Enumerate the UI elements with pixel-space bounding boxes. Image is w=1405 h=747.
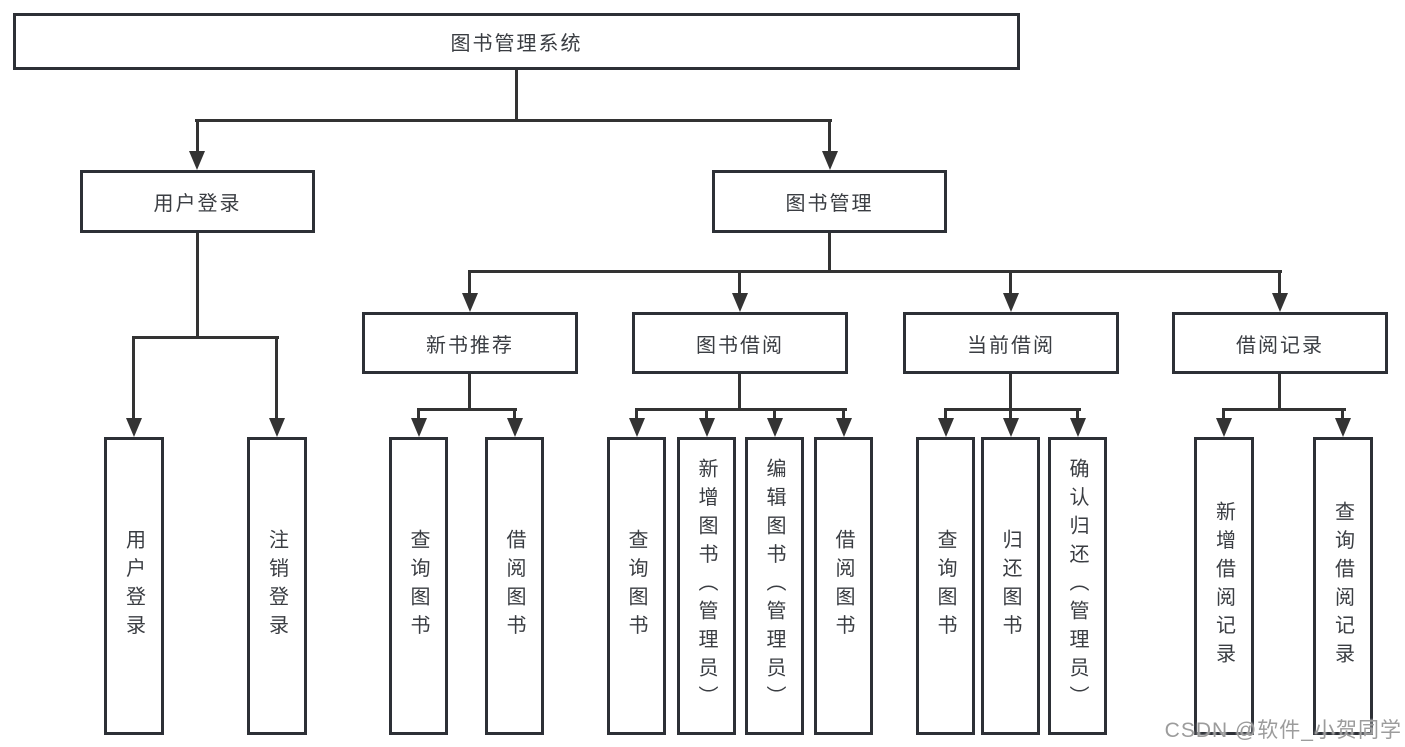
connector-arrowhead [462,293,478,312]
node-label: 用户登录 [153,193,242,215]
connector-arrowhead [269,418,285,437]
connector-line [828,119,831,155]
node-current-confirm-return-admin: 确认归还（管理员） [1048,437,1107,735]
connector-line [842,408,845,422]
connector-arrowhead [1003,293,1019,312]
node-borrow-records: 借阅记录 [1172,312,1388,374]
node-label: 编辑图书（管理员） [763,458,785,714]
connector-line [1278,374,1281,411]
node-recommend-query-book: 查询图书 [389,437,448,735]
connector-arrowhead [1216,418,1232,437]
connector-line [635,408,847,411]
connector-line [1009,374,1012,411]
node-label: 查询图书 [407,529,429,643]
connector-line [132,336,279,339]
node-recommend-borrow-book: 借阅图书 [485,437,544,735]
connector-arrowhead [938,418,954,437]
node-leaf-user-login: 用户登录 [104,437,164,735]
node-label: 注销登录 [265,529,288,643]
connector-line [944,408,947,422]
connector-line [417,408,420,422]
connector-line [468,270,471,297]
connector-line [1076,408,1079,422]
connector-line [635,408,638,422]
node-label: 借阅图书 [832,529,854,643]
node-borrow-edit-book-admin: 编辑图书（管理员） [745,437,804,735]
node-label: 用户登录 [122,529,145,643]
node-label: 归还图书 [999,529,1021,643]
connector-line [1222,408,1346,411]
connector-line [1222,408,1225,422]
connector-line [828,233,831,273]
node-leaf-logout-login: 注销登录 [247,437,307,735]
node-current-return-book: 归还图书 [981,437,1040,735]
node-book-management: 图书管理 [712,170,947,233]
node-label: 查询图书 [934,529,956,643]
connector-line [417,408,517,411]
node-label: 新增借阅记录 [1212,500,1235,672]
connector-arrowhead [699,418,715,437]
connector-line [738,374,741,411]
node-current-borrow: 当前借阅 [903,312,1119,374]
node-label: 新书推荐 [426,334,514,357]
node-label: 图书借阅 [696,334,784,357]
connector-line [1009,408,1012,422]
node-label: 当前借阅 [967,334,1055,357]
connector-arrowhead [1335,418,1351,437]
connector-line [1341,408,1344,422]
node-label: 借阅记录 [1236,334,1324,357]
connector-line [196,233,199,339]
connector-arrowhead [732,293,748,312]
connector-line [132,336,135,422]
connector-arrowhead [836,418,852,437]
connector-arrowhead [189,151,205,170]
connector-line [1009,270,1012,297]
connector-line [196,119,199,155]
node-borrow-borrow-book: 借阅图书 [814,437,873,735]
connector-arrowhead [767,418,783,437]
connector-line [944,408,1081,411]
connector-arrowhead [1070,418,1086,437]
connector-line [515,70,518,122]
node-borrow-query-book: 查询图书 [607,437,666,735]
node-label: 查询借阅记录 [1331,500,1354,672]
connector-line [738,270,741,297]
connector-arrowhead [411,418,427,437]
connector-arrowhead [507,418,523,437]
node-borrow-add-book-admin: 新增图书（管理员） [677,437,736,735]
node-label: 新增图书（管理员） [695,458,717,714]
node-library-management-system: 图书管理系统 [13,13,1020,70]
connector-line [513,408,516,422]
connector-line [1278,270,1281,297]
connector-line [195,119,832,122]
node-records-query-borrow-record: 查询借阅记录 [1313,437,1373,735]
connector-arrowhead [126,418,142,437]
node-label: 借阅图书 [503,529,525,643]
node-label: 图书管理 [785,193,874,215]
csdn-watermark: CSDN @软件_小贺同学 [1164,719,1402,742]
connector-line [773,408,776,422]
connector-line [275,336,278,422]
node-label: 确认归还（管理员） [1066,458,1088,714]
node-current-query-book: 查询图书 [916,437,975,735]
connector-line [468,374,471,411]
node-new-book-recommend: 新书推荐 [362,312,578,374]
connector-arrowhead [629,418,645,437]
node-book-borrow: 图书借阅 [632,312,848,374]
node-records-add-borrow-record: 新增借阅记录 [1194,437,1254,735]
node-label: 图书管理系统 [450,33,583,55]
connector-line [468,270,1282,273]
node-label: 查询图书 [625,529,647,643]
connector-arrowhead [1003,418,1019,437]
connector-line [705,408,708,422]
node-user-login: 用户登录 [80,170,315,233]
connector-arrowhead [822,151,838,170]
connector-arrowhead [1272,293,1288,312]
